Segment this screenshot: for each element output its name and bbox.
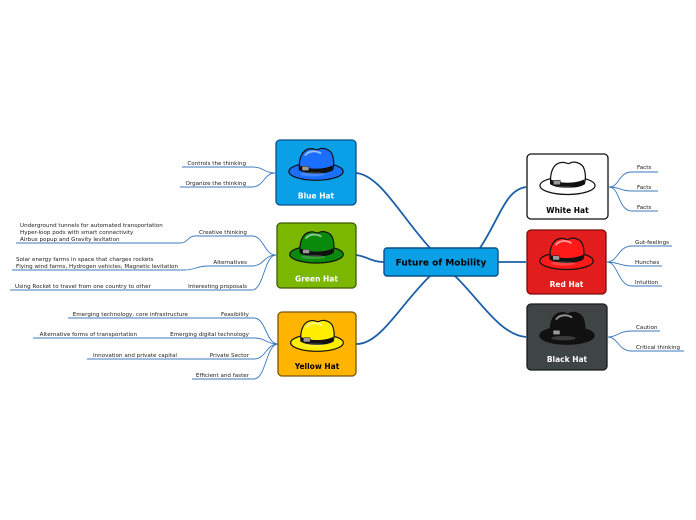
branch-label[interactable]: Critical thinking bbox=[636, 345, 681, 351]
connector-green bbox=[355, 254, 385, 263]
yellow-hat-node[interactable]: Yellow Hat bbox=[277, 311, 357, 377]
central-topic-label: Future of Mobility bbox=[396, 259, 487, 269]
note-line: Alternative forms of transportation bbox=[40, 332, 138, 338]
branch-label[interactable]: Interesting proposals bbox=[188, 284, 247, 290]
branch-label[interactable]: Intuition bbox=[635, 280, 659, 286]
note-line: Hyper-loop pods with smart connectivity bbox=[20, 230, 134, 236]
connector-black bbox=[454, 275, 527, 338]
white-hat-title: White Hat bbox=[546, 206, 589, 215]
central-topic[interactable]: Future of Mobility bbox=[383, 247, 499, 277]
yellow-hat-branches: Feasibility Emerging digital technology … bbox=[40, 312, 250, 379]
red-hat-title: Red Hat bbox=[550, 280, 584, 289]
branch-label[interactable]: Efficient and faster bbox=[196, 373, 250, 379]
branch-label[interactable]: Creative thinking bbox=[199, 230, 247, 236]
note-line: Airbus popup and Gravity levitation bbox=[20, 237, 120, 243]
yellow-hat-title: Yellow Hat bbox=[294, 362, 340, 371]
central-connectors bbox=[355, 172, 527, 345]
green-hat-node[interactable]: Green Hat bbox=[276, 222, 357, 289]
green-hat-branches: Creative thinking Alternatives Interesti… bbox=[15, 223, 247, 290]
note-line: Emerging technology, core infrastructure bbox=[73, 312, 189, 318]
note-line: Using Rocket to travel from one country … bbox=[15, 284, 152, 290]
connector-yellow bbox=[355, 275, 431, 345]
note-line: Solar energy farms in space that charges… bbox=[16, 257, 154, 263]
branch-label[interactable]: Organize the thinking bbox=[185, 181, 246, 187]
black-hat-node[interactable]: Black Hat bbox=[526, 303, 608, 371]
left-branch-lines bbox=[10, 166, 279, 380]
branch-label[interactable]: Caution bbox=[636, 325, 658, 331]
branch-label[interactable]: Facts bbox=[637, 205, 651, 211]
branch-label[interactable]: Controls the thinking bbox=[187, 161, 246, 167]
branch-label[interactable]: Gut-feelings bbox=[635, 240, 669, 246]
branch-label[interactable]: Facts bbox=[637, 185, 651, 191]
red-hat-branches: Gut-feelings Hunches Intuition bbox=[635, 240, 669, 286]
branch-label[interactable]: Private Sector bbox=[210, 353, 250, 359]
connector-white bbox=[479, 186, 527, 249]
branch-label[interactable]: Feasibility bbox=[221, 312, 250, 318]
blue-hat-branches: Controls the thinking Organize the think… bbox=[185, 161, 246, 187]
branch-label[interactable]: Alternatives bbox=[213, 260, 247, 266]
black-hat-title: Black Hat bbox=[547, 355, 588, 364]
black-hat-branches: Caution Critical thinking bbox=[636, 325, 681, 351]
blue-hat-node[interactable]: Blue Hat bbox=[275, 139, 357, 206]
note-line: Innovation and private capital bbox=[93, 353, 177, 359]
white-hat-node[interactable]: White Hat bbox=[526, 153, 609, 220]
white-hat-branches: Facts Facts Facts bbox=[637, 165, 651, 211]
green-hat-title: Green Hat bbox=[295, 275, 338, 284]
note-line: Underground tunnels for automated transp… bbox=[20, 223, 163, 229]
branch-label[interactable]: Facts bbox=[637, 165, 651, 171]
note-line: Flying wind farms, Hydrogen vehicles, Ma… bbox=[16, 264, 178, 270]
blue-hat-title: Blue Hat bbox=[298, 192, 335, 201]
connector-blue bbox=[355, 172, 431, 249]
branch-label[interactable]: Hunches bbox=[635, 260, 659, 266]
right-branch-lines bbox=[606, 171, 684, 352]
red-hat-node[interactable]: Red Hat bbox=[526, 229, 607, 295]
branch-label[interactable]: Emerging digital technology bbox=[170, 332, 250, 338]
